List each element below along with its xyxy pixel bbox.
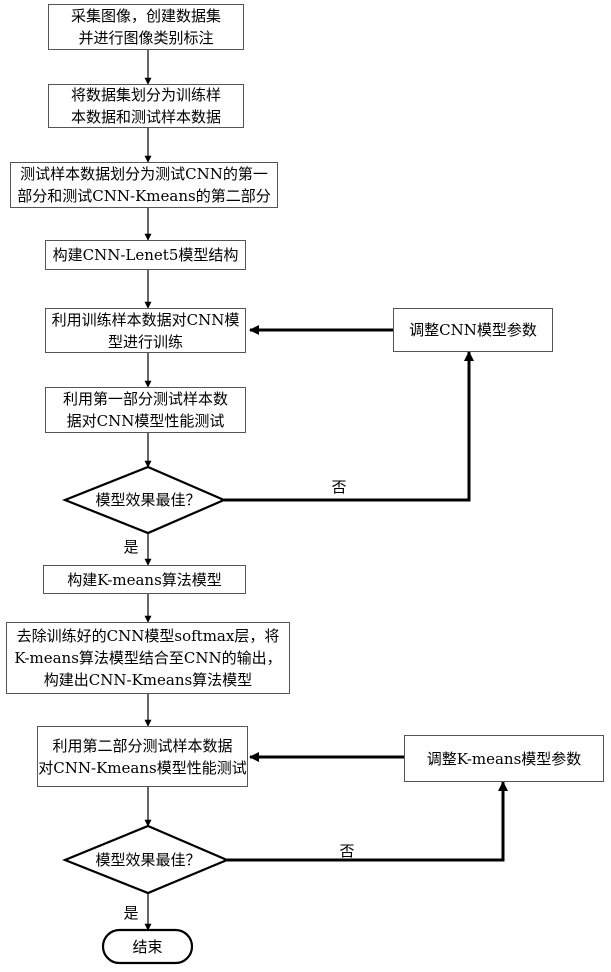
step-test-cnn: 利用第一部分测试样本数 据对CNN模型性能测试 <box>45 387 246 433</box>
step-adjust-kmeans-params: 调整K-means模型参数 <box>404 735 604 782</box>
edge-label-no-1: 否 <box>330 478 348 496</box>
edge-d2-no <box>227 782 503 860</box>
edge-label-no-2: 否 <box>338 842 356 860</box>
decision-d1-label: 模型效果最佳？ <box>68 490 228 510</box>
end-label: 结束 <box>103 930 192 963</box>
step-combine-cnn-kmeans: 去除训练好的CNN模型softmax层，将 K-means算法模型结合至CNN的… <box>6 622 290 694</box>
step-test-cnn-kmeans: 利用第二部分测试样本数据 对CNN-Kmeans模型性能测试 <box>37 726 248 787</box>
step-build-lenet5: 构建CNN-Lenet5模型结构 <box>45 240 246 270</box>
step-adjust-cnn-params: 调整CNN模型参数 <box>393 308 553 352</box>
step-collect-images: 采集图像，创建数据集 并进行图像类别标注 <box>48 4 244 50</box>
edge-label-yes-1: 是 <box>122 538 140 556</box>
edge-label-yes-2: 是 <box>122 904 140 922</box>
step-split-test-samples: 测试样本数据划分为测试CNN的第一 部分和测试CNN-Kmeans的第二部分 <box>10 162 278 208</box>
step-build-kmeans: 构建K-means算法模型 <box>43 565 246 594</box>
decision-d2-label: 模型效果最佳？ <box>68 850 228 870</box>
step-split-dataset: 将数据集划分为训练样 本数据和测试样本数据 <box>48 84 244 128</box>
step-train-cnn: 利用训练样本数据对CNN模 型进行训练 <box>45 308 246 353</box>
